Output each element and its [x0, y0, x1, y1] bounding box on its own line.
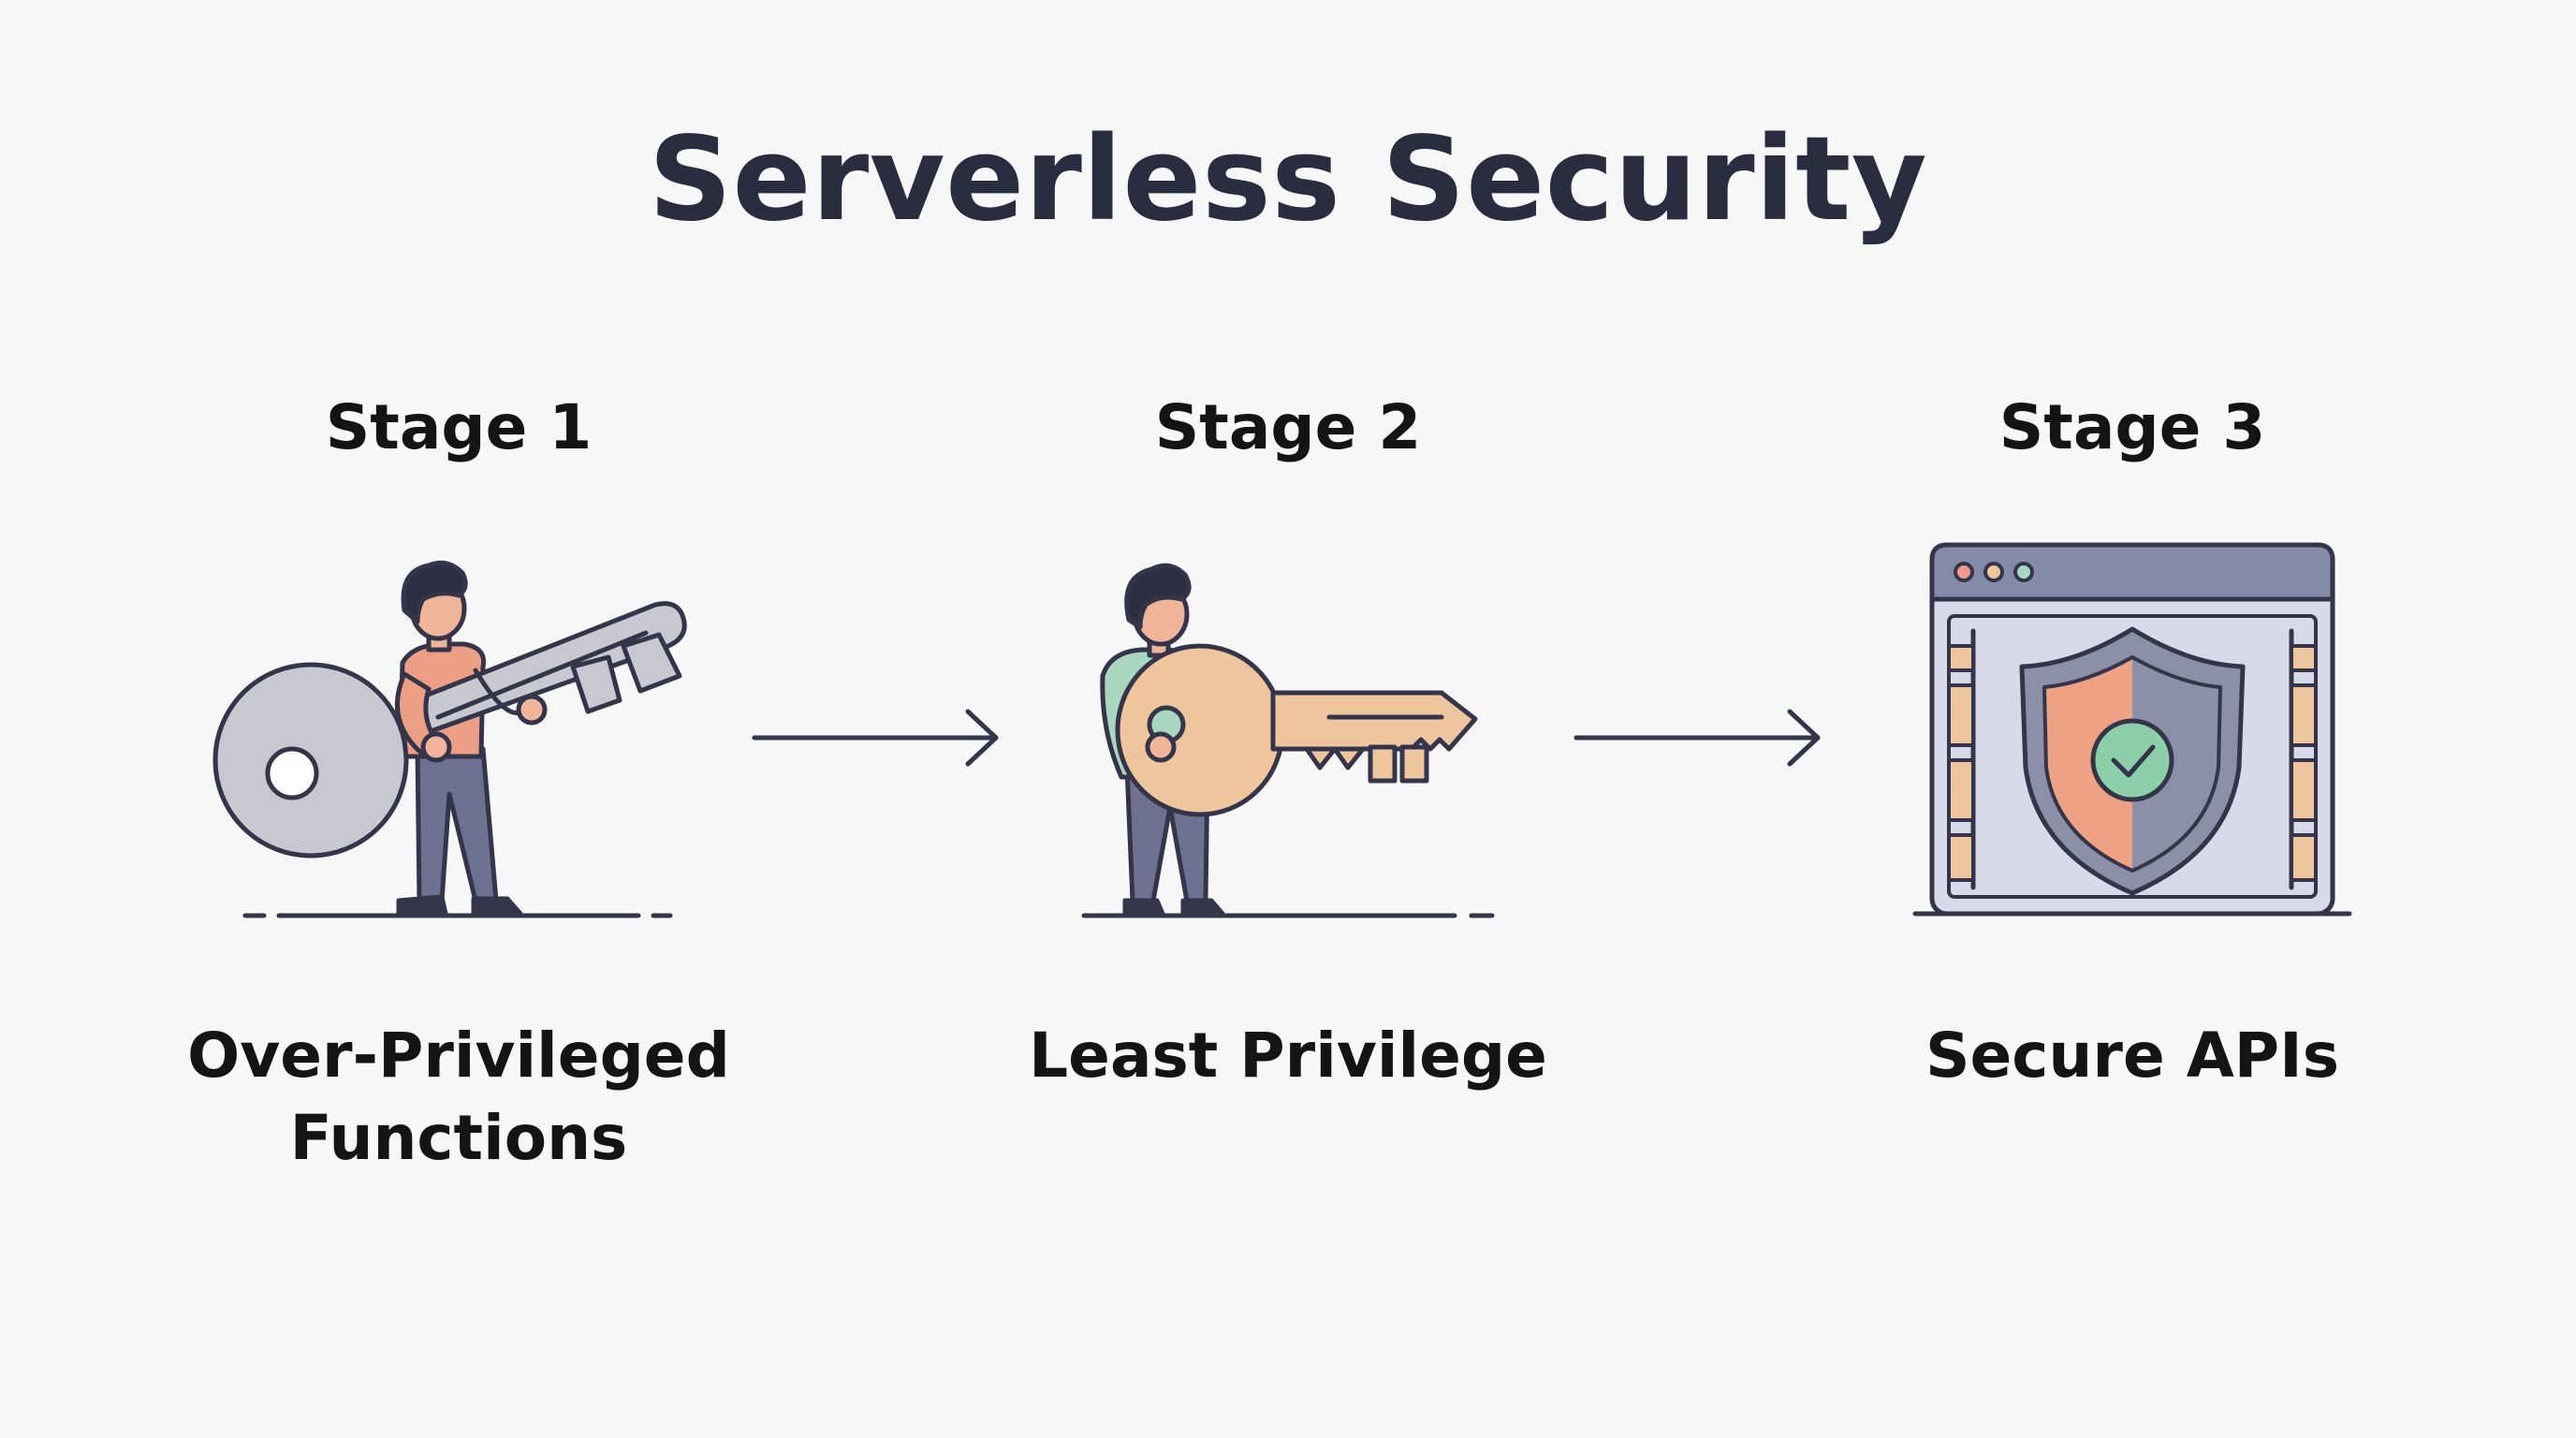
person-carrying-large-key-icon [212, 560, 687, 918]
browser-window-shield-check-icon [1912, 542, 2352, 917]
arrow-right-icon [752, 709, 999, 767]
stage-2-label: Stage 2 [1154, 391, 1422, 463]
stage-3-label: Stage 3 [1998, 391, 2266, 463]
stage-2-caption: Least Privilege [1029, 1020, 1547, 1092]
stage-1-label: Stage 1 [325, 391, 593, 463]
arrow-right-icon [1573, 709, 1821, 767]
person-holding-small-key-icon [1081, 563, 1495, 918]
diagram-title: Serverless Security [648, 112, 1928, 247]
stage-3-caption: Secure APIs [1925, 1020, 2339, 1092]
stage-1-caption: Over-Privileged Functions [187, 1020, 730, 1174]
